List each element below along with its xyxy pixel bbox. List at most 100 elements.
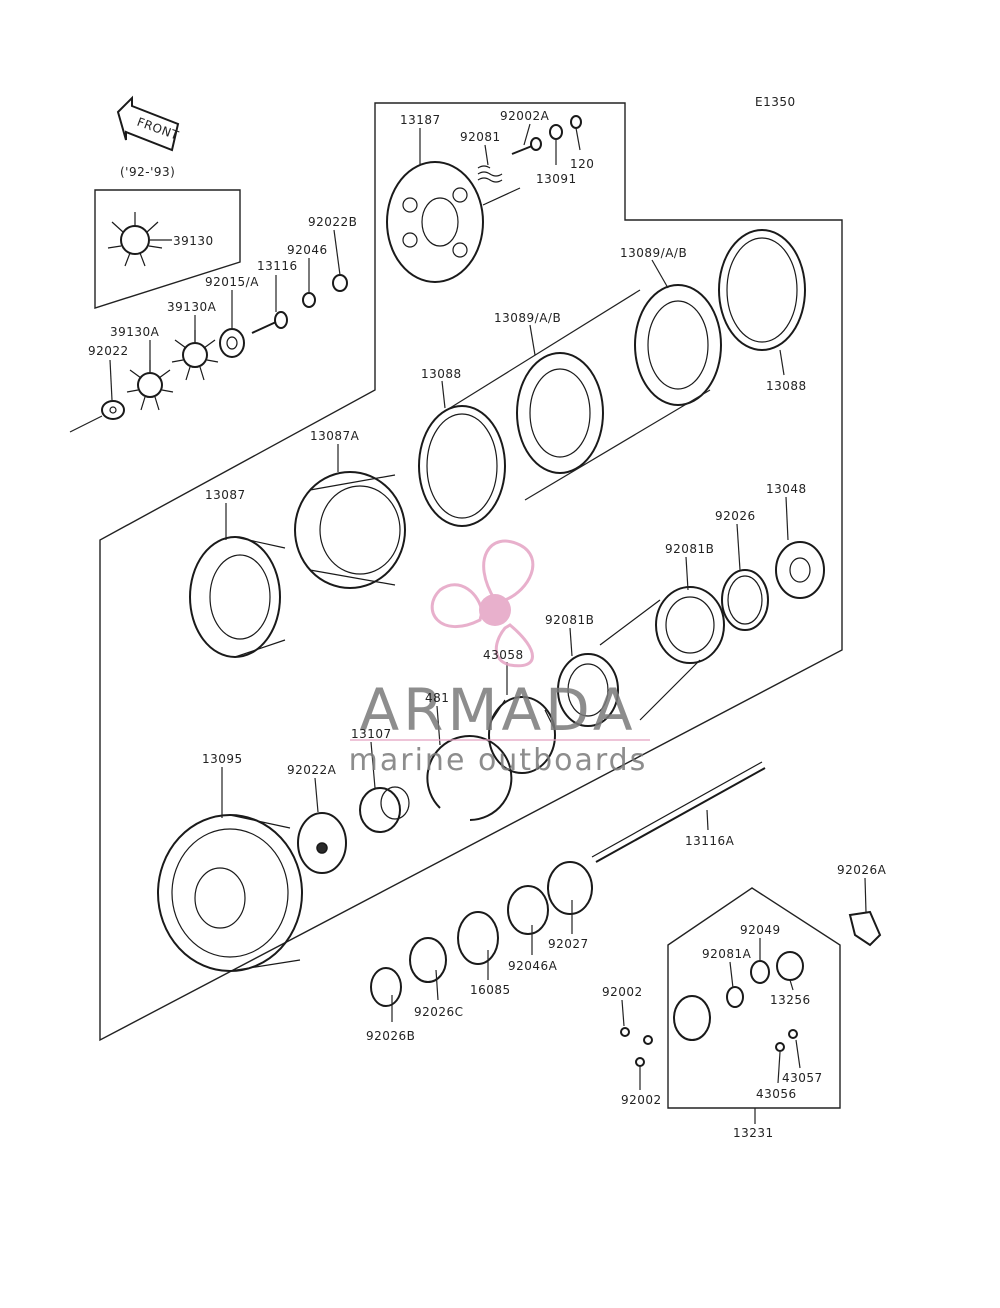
watermark-accent-hub <box>479 594 511 626</box>
bearing-92027 <box>547 861 593 915</box>
part-label-13187: 13187 <box>400 113 441 127</box>
gear-13107 <box>359 786 410 833</box>
part-label-92026: 92026 <box>715 509 756 523</box>
part-label-92002-2: 92002 <box>621 1093 662 1107</box>
part-label-92002a: 92002A <box>500 109 550 123</box>
watermark-accent-fill <box>482 539 535 602</box>
part-label-13095: 13095 <box>202 752 243 766</box>
armada-watermark: ARMADA marine outboards <box>349 539 650 778</box>
collar-16085 <box>457 911 499 965</box>
part-label-92049: 92049 <box>740 923 781 937</box>
needle-bearing-92046A <box>507 885 549 935</box>
part-label-39130: 39130 <box>173 234 214 248</box>
part-label-92015a: 92015/A <box>205 275 259 289</box>
year-note: ('92-'93) <box>120 165 175 179</box>
circlip-481 <box>426 735 513 821</box>
part-label-13116: 13116 <box>257 259 298 273</box>
part-label-92081b-1: 92081B <box>665 542 714 556</box>
part-label-92027: 92027 <box>548 937 589 951</box>
part-label-13231: 13231 <box>733 1126 774 1140</box>
washer-92026B <box>370 967 402 1007</box>
part-label-43056: 43056 <box>756 1087 797 1101</box>
seal-92049 <box>750 960 770 984</box>
part-label-43057: 43057 <box>782 1071 823 1085</box>
pressure-plate-13187 <box>386 161 521 283</box>
steel-plate-13089-right <box>634 284 722 406</box>
part-label-13048: 13048 <box>766 482 807 496</box>
part-label-92046: 92046 <box>287 243 328 257</box>
steel-plate-13089-mid <box>516 352 604 474</box>
hub-13048 <box>775 541 825 599</box>
part-label-13107: 13107 <box>351 727 392 741</box>
housing-13087 <box>189 536 286 658</box>
front-arrow-icon: FRONT <box>116 95 181 152</box>
watermark-accent-stroke-1 <box>430 583 484 628</box>
part-label-92026a: 92026A <box>837 863 887 877</box>
pushrod-13116A <box>591 761 766 863</box>
bushing-13256 <box>776 951 804 981</box>
part-label-92081: 92081 <box>460 130 501 144</box>
star-spring-39130 <box>107 212 163 267</box>
part-label-92022: 92022 <box>88 344 129 358</box>
part-label-92046a: 92046A <box>508 959 558 973</box>
bolt-120 <box>570 115 582 129</box>
part-label-92022b: 92022B <box>308 215 357 229</box>
diagram-code: E1350 <box>755 95 796 109</box>
kit-frame-top <box>94 189 241 309</box>
spring-washer-92081B-left <box>557 653 619 727</box>
part-label-481: 481 <box>425 691 449 705</box>
part-label-13087: 13087 <box>205 488 246 502</box>
part-label-13087a: 13087A <box>310 429 360 443</box>
assembly-frame <box>99 102 843 1042</box>
clutch-hub-13087A <box>294 471 406 589</box>
part-label-13116a: 13116A <box>685 834 735 848</box>
nut-92015A <box>219 328 245 358</box>
watermark-accent-stroke-2 <box>494 623 534 668</box>
collar-13091 <box>549 124 563 140</box>
bushing-43058 <box>488 696 556 774</box>
part-label-39130a-1: 39130A <box>167 300 217 314</box>
washer-92046 <box>302 292 316 308</box>
washer-92022 <box>101 400 125 420</box>
sleeve-outline <box>599 599 701 721</box>
part-label-13089-mid: 13089/A/B <box>494 311 561 325</box>
washer-92022B <box>332 274 348 292</box>
part-label-92002-1: 92002 <box>602 985 643 999</box>
part-label-92026b: 92026B <box>366 1029 415 1043</box>
washer-92022A <box>297 812 347 874</box>
part-labels: 39130 92022B 92046 13116 92015/A 39130A 39130A… <box>88 109 887 1140</box>
ring-92081A <box>726 986 744 1008</box>
watermark-brand: ARMADA <box>359 676 636 744</box>
part-label-16085: 16085 <box>470 983 511 997</box>
friction-plate-13088-right <box>718 229 806 351</box>
screw-92002A <box>511 137 542 155</box>
washer-92026C <box>409 937 447 983</box>
watermark-tagline: marine outboards <box>349 743 648 778</box>
propeller-logo-icon <box>430 539 535 668</box>
part-label-13089-top: 13089/A/B <box>620 246 687 260</box>
bolts-92002 <box>620 1027 653 1067</box>
part-label-13256: 13256 <box>770 993 811 1007</box>
part-label-120: 120 <box>570 157 594 171</box>
bolt-13116 <box>251 311 288 334</box>
part-label-13088-left: 13088 <box>421 367 462 381</box>
kit-frame-13231 <box>667 887 841 1109</box>
part-label-92081a: 92081A <box>702 947 752 961</box>
spring-92081 <box>477 165 503 183</box>
pins-43057-43056 <box>775 1029 798 1052</box>
plate-92026A <box>848 910 882 947</box>
part-label-13091: 13091 <box>536 172 577 186</box>
part-label-43058: 43058 <box>483 648 524 662</box>
part-label-92022a: 92022A <box>287 763 337 777</box>
primary-gear-13095 <box>157 814 303 972</box>
part-label-13088-right: 13088 <box>766 379 807 393</box>
part-label-39130a-2: 39130A <box>110 325 160 339</box>
washer-92026 <box>721 569 769 631</box>
spring-washer-92081B-right <box>655 586 725 664</box>
oil-pump-13231-body <box>673 995 711 1041</box>
part-label-92026c: 92026C <box>414 1005 464 1019</box>
part-label-92081b-2: 92081B <box>545 613 594 627</box>
friction-plate-13088-left <box>418 405 506 527</box>
